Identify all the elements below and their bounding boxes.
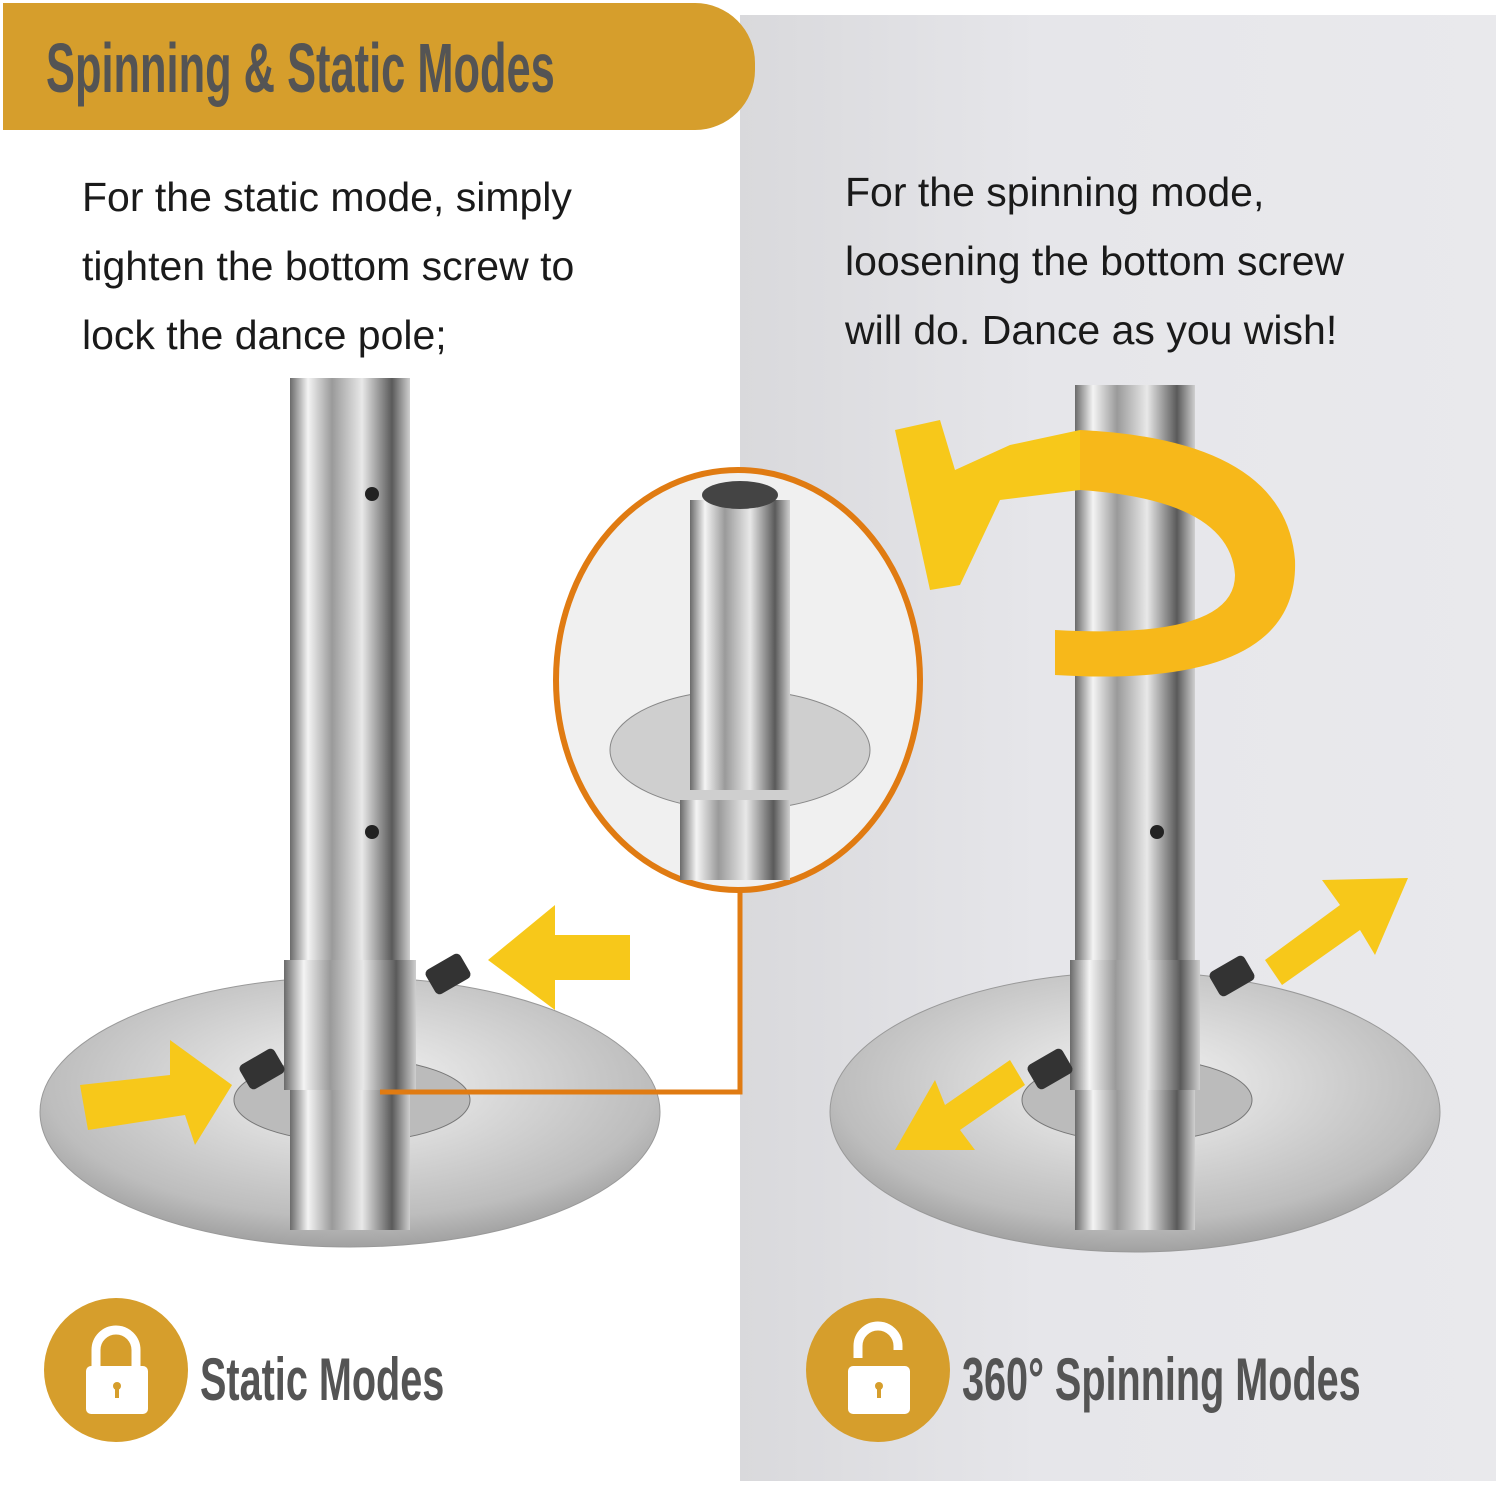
page-title: Spinning & Static Modes xyxy=(46,29,555,107)
rotation-arrow-icon xyxy=(1055,430,1296,677)
magnified-detail xyxy=(553,467,923,893)
spinning-mode-description: For the spinning mode, loosening the bot… xyxy=(845,169,1345,353)
arrow-icon xyxy=(1265,878,1408,985)
unlocked-padlock-icon xyxy=(806,1298,950,1442)
title-banner xyxy=(3,3,755,130)
rotation-arrow-icon xyxy=(895,420,1080,590)
locked-padlock-icon xyxy=(44,1298,188,1442)
arrow-icon xyxy=(895,1060,1025,1150)
static-pole-illustration xyxy=(39,378,743,1248)
arrow-icon xyxy=(80,1040,232,1145)
spinning-mode-label: 360° Spinning Modes xyxy=(962,1346,1361,1413)
arrow-icon xyxy=(488,905,630,1010)
spinning-pole-illustration xyxy=(829,385,1441,1253)
static-mode-description: For the static mode, simply tighten the … xyxy=(82,174,575,358)
static-mode-label: Static Modes xyxy=(200,1346,445,1413)
